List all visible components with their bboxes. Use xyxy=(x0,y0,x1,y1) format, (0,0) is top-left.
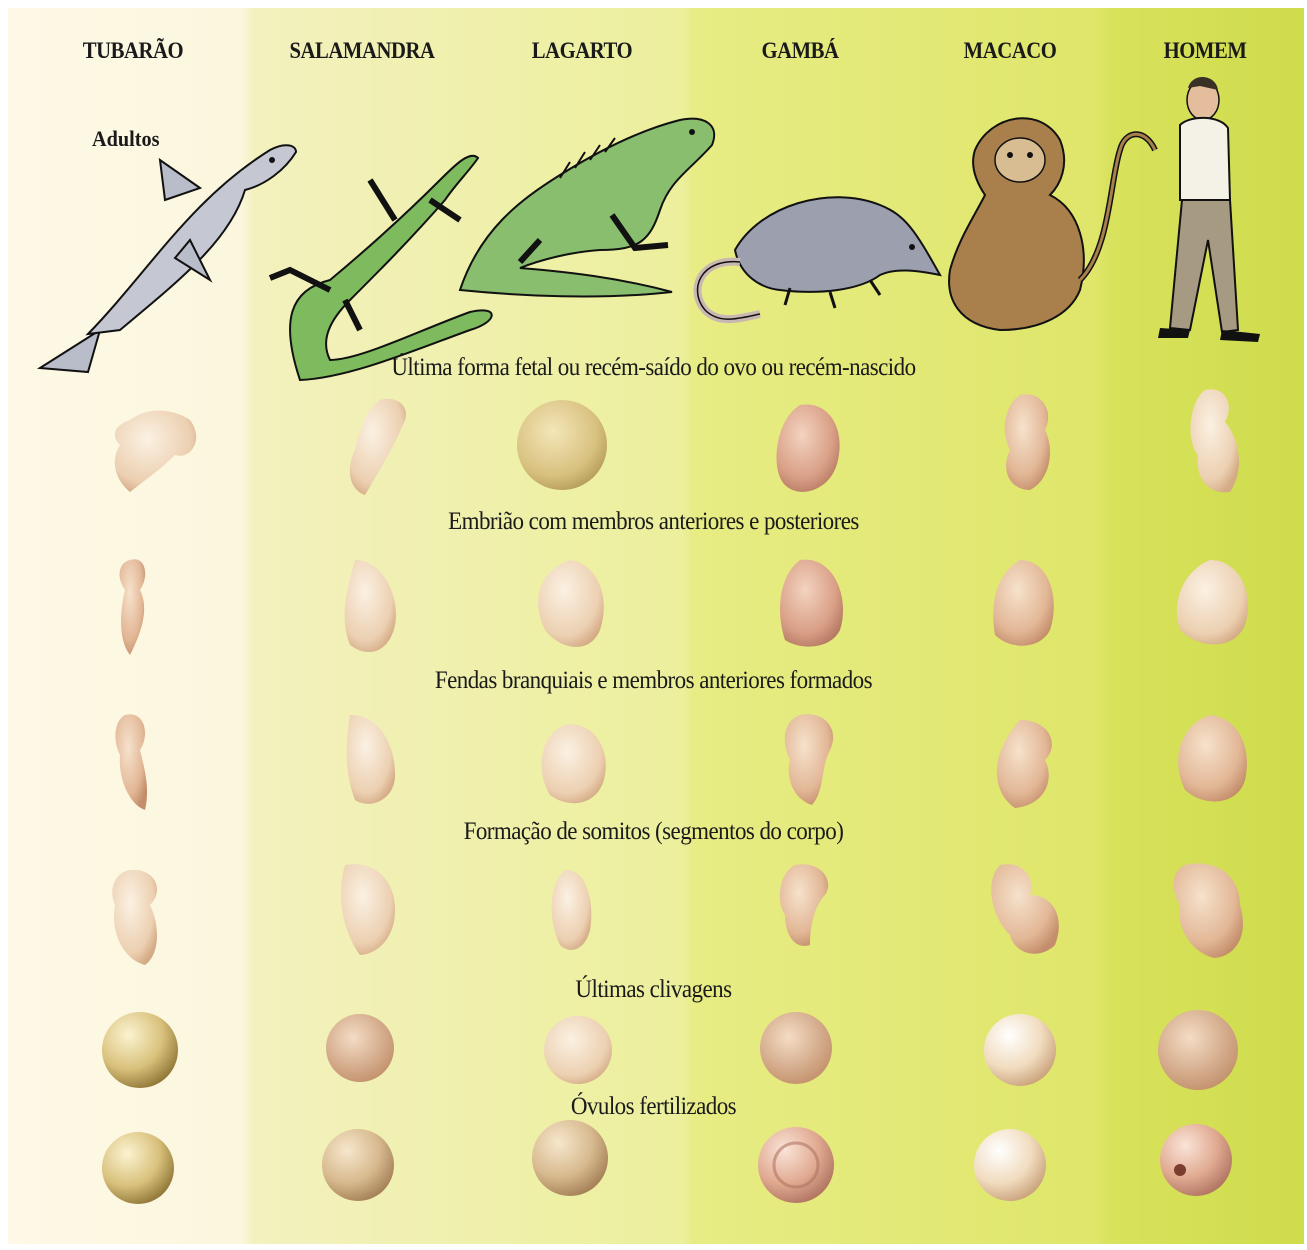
opossum-illustration xyxy=(698,197,940,319)
row-fetal xyxy=(115,389,1239,495)
stage-label-fertilized: Óvulos fertilizados xyxy=(52,1093,1254,1121)
row-limbs xyxy=(120,559,1249,655)
row-gill-slits xyxy=(115,714,1247,810)
monkey-illustration xyxy=(949,118,1155,330)
stage-label-limbs: Embrião com membros anteriores e posteri… xyxy=(52,508,1254,536)
stage-label-fetal: Última forma fetal ou recém-saído do ovo… xyxy=(52,354,1254,382)
lizard-illustration xyxy=(460,119,714,297)
row-cleavage xyxy=(102,1010,1238,1090)
salamander-illustration xyxy=(270,156,492,380)
row-fertilized-eggs xyxy=(102,1120,1232,1204)
shark-illustration xyxy=(40,145,296,372)
stage-label-gill-slits: Fendas branquiais e membros anteriores f… xyxy=(52,667,1254,695)
stage-label-somites: Formação de somitos (segmentos do corpo) xyxy=(52,818,1254,846)
row-somites xyxy=(112,863,1243,965)
stage-label-cleavage: Últimas clivagens xyxy=(52,976,1254,1004)
human-illustration xyxy=(1158,77,1260,342)
